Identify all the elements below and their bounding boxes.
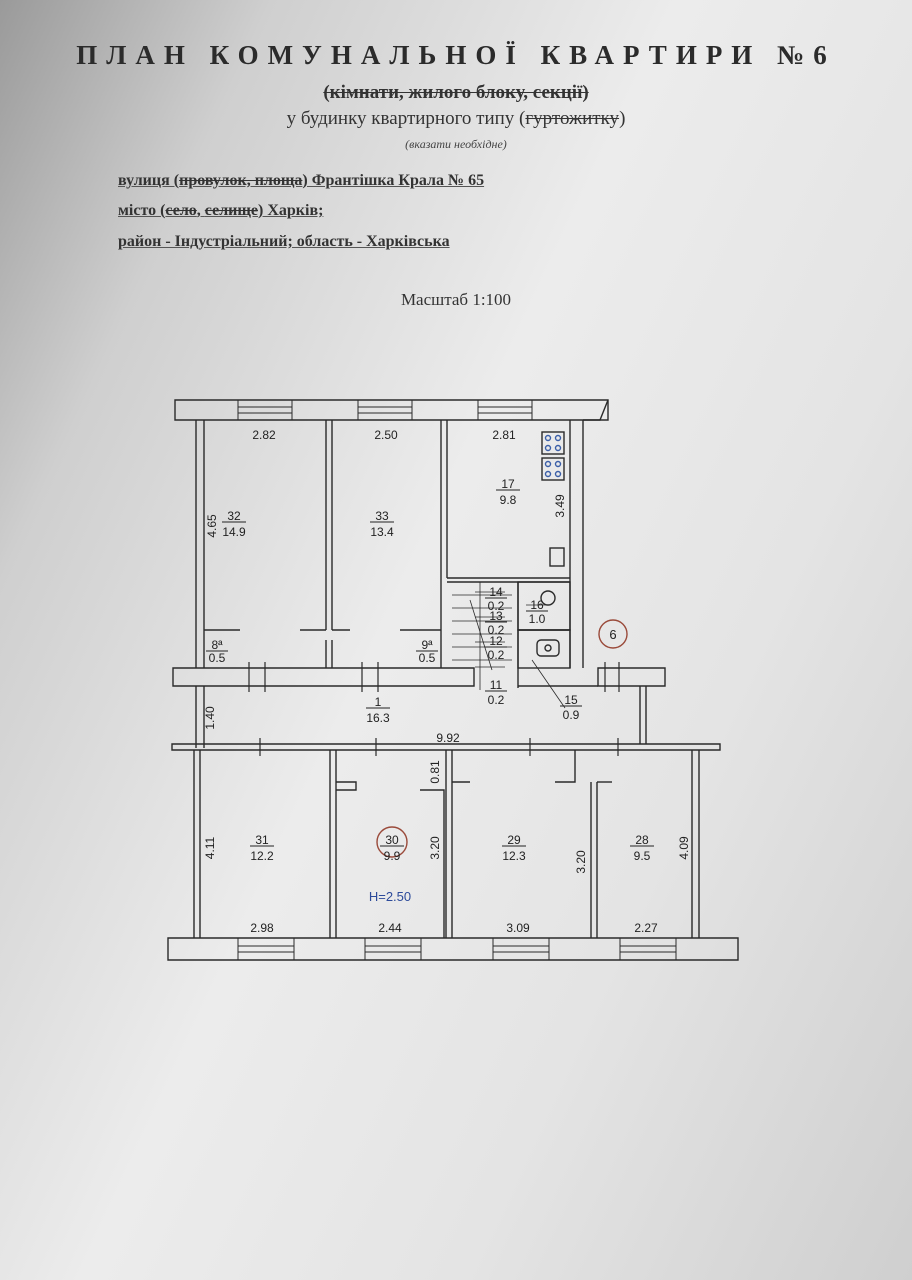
street-struck: провулок, площа — [179, 172, 303, 189]
dim-h30a: 0.81 — [428, 760, 442, 784]
dim-corridor-h: 1.40 — [203, 706, 217, 730]
room-id-1: 1 — [375, 695, 382, 709]
room-area-13: 0.2 — [488, 623, 505, 637]
building-suffix: ) — [619, 108, 626, 129]
room-id-31: 31 — [255, 833, 269, 847]
middle-wall-left — [172, 667, 475, 687]
city-sep: , — [196, 202, 205, 219]
dim-h17: 3.49 — [553, 494, 567, 518]
ceiling-height: H=2.50 — [369, 889, 411, 904]
room-area-11: 0.2 — [488, 693, 505, 707]
dim-top-3: 2.81 — [492, 428, 516, 442]
room-area-33: 13.4 — [370, 525, 394, 539]
building-struck: гуртожитку — [525, 108, 620, 129]
dim-h29: 3.20 — [574, 850, 588, 874]
room-id-9a: 9ª — [421, 638, 433, 652]
room-id-15: 15 — [564, 693, 578, 707]
street-prefix: вулиця ( — [118, 172, 180, 189]
room-id-8a: 8ª — [211, 638, 223, 652]
room-area-30: 9.9 — [384, 849, 401, 863]
room-area-28: 9.5 — [634, 849, 651, 863]
corridor-bottom-wall — [171, 743, 721, 751]
city-prefix: місто ( — [118, 202, 166, 219]
room-id-16: 16 — [530, 598, 544, 612]
dim-top-2: 2.50 — [374, 428, 398, 442]
room-area-1: 16.3 — [366, 711, 390, 725]
room-id-12: 12 — [489, 634, 503, 648]
dim-bot-1: 2.98 — [250, 921, 274, 935]
dim-h31: 4.11 — [203, 836, 217, 859]
apartment-marker: 6 — [609, 627, 616, 642]
street-line: вулиця (провулок, площа) Франтішка Крала… — [118, 172, 484, 190]
city-struck-2: селище — [204, 202, 258, 219]
room-id-13: 13 — [489, 609, 503, 623]
room-area-16: 1.0 — [529, 612, 546, 626]
room-area-12: 0.2 — [488, 648, 505, 662]
struck-types-line: (кімнати, жилого блоку, секції) — [0, 82, 912, 104]
dim-corridor-w: 9.92 — [436, 731, 460, 745]
dim-h28: 4.09 — [677, 836, 691, 860]
dim-bot-3: 3.09 — [506, 921, 530, 935]
dim-h32: 4.65 — [205, 514, 219, 538]
bottom-windows — [237, 937, 677, 961]
bottom-exterior-wall — [167, 937, 739, 961]
room-area-32: 14.9 — [222, 525, 246, 539]
middle-wall-right — [597, 667, 666, 687]
room-id-14: 14 — [489, 585, 503, 599]
room-area-9a: 0.5 — [419, 651, 436, 665]
room-id-29: 29 — [507, 833, 521, 847]
city-line: місто (село, селище) Харків; — [118, 202, 323, 220]
scale-label: Масштаб 1:100 — [400, 290, 512, 309]
room-id-30: 30 — [385, 833, 399, 847]
district-line: район - Індустріальний; область - Харків… — [118, 233, 450, 250]
room-id-11: 11 — [490, 678, 503, 692]
room-area-15: 0.9 — [563, 708, 580, 722]
city-suffix: ) Харків; — [258, 202, 324, 219]
room-area-17: 9.8 — [500, 493, 517, 507]
document-title: ПЛАН КОМУНАЛЬНОЇ КВАРТИРИ №6 — [76, 40, 836, 70]
top-windows — [237, 399, 533, 421]
room-id-33: 33 — [375, 509, 389, 523]
struck-types: (кімнати, жилого блоку, секції) — [323, 82, 589, 103]
room-area-8a: 0.5 — [209, 651, 226, 665]
room-id-28: 28 — [635, 833, 649, 847]
dim-h30b: 3.20 — [428, 836, 442, 860]
instruction-note: (вказати необхідне) — [405, 137, 507, 151]
top-exterior-wall — [174, 399, 609, 421]
room-area-31: 12.2 — [250, 849, 274, 863]
room-id-17: 17 — [501, 477, 515, 491]
city-struck-1: село — [165, 202, 197, 219]
room-area-14: 0.2 — [488, 599, 505, 613]
building-type-line: у будинку квартирного типу (гуртожитку) — [0, 108, 912, 130]
dim-bot-2: 2.44 — [378, 921, 402, 935]
building-prefix: у будинку квартирного типу ( — [286, 108, 526, 129]
room-area-29: 12.3 — [502, 849, 526, 863]
street-suffix: ) Франтішка Крала № 65 — [302, 172, 485, 189]
room-id-32: 32 — [227, 509, 241, 523]
dim-top-1: 2.82 — [252, 428, 276, 442]
dim-bot-4: 2.27 — [634, 921, 658, 935]
